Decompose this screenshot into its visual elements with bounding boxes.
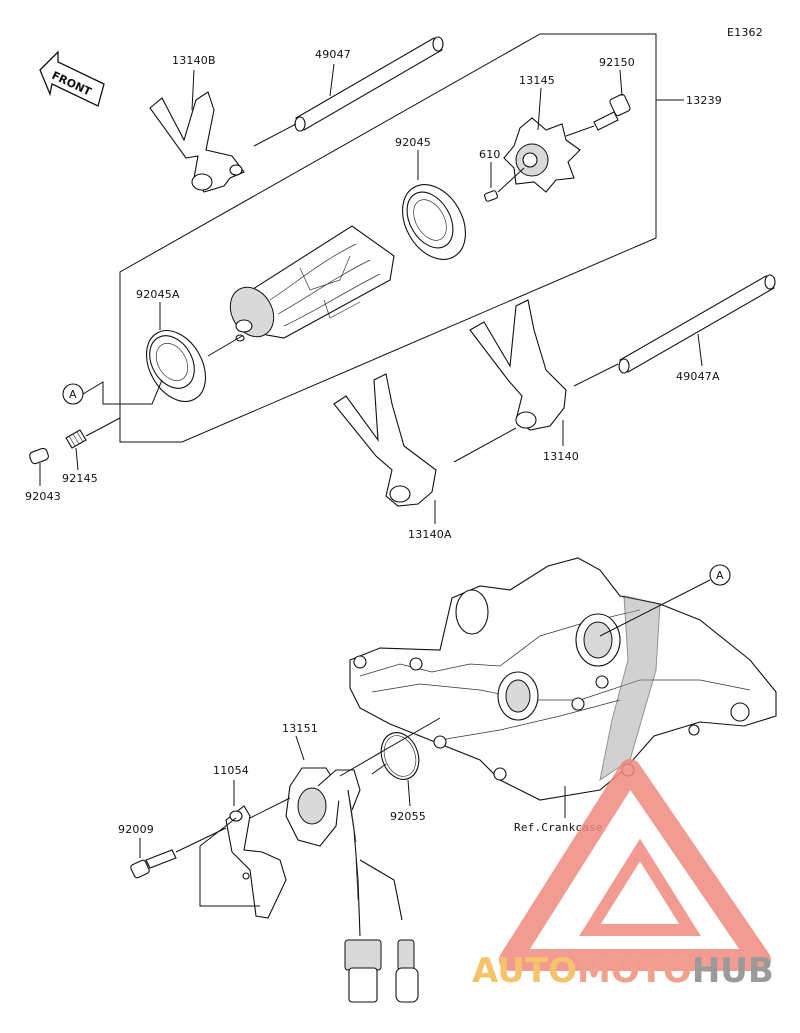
label-11054: 11054 <box>213 764 249 777</box>
label-92009: 92009 <box>118 823 154 836</box>
shaft-49047 <box>294 36 444 132</box>
crankcase <box>349 557 777 801</box>
diagram-code: E1362 <box>727 26 763 39</box>
label-13239: 13239 <box>686 94 722 107</box>
callout-a-lower: A <box>709 564 731 586</box>
plunger-92043 <box>29 447 49 465</box>
pin-610 <box>484 190 498 202</box>
shift-fork-13140A <box>333 373 437 507</box>
label-92145: 92145 <box>62 472 98 485</box>
label-13140A: 13140A <box>408 528 452 541</box>
label-610: 610 <box>479 148 501 161</box>
shift-fork-13140 <box>469 299 567 431</box>
label-92045A: 92045A <box>136 288 180 301</box>
shift-drum <box>229 225 395 342</box>
label-49047: 49047 <box>315 48 351 61</box>
label-13151: 13151 <box>282 722 318 735</box>
label-13145: 13145 <box>519 74 555 87</box>
bolt-92009 <box>130 849 177 879</box>
bearing-92045A <box>145 330 207 402</box>
shaft-49047A <box>618 274 776 374</box>
label-13140B: 13140B <box>172 54 216 67</box>
label-49047A: 49047A <box>676 370 720 383</box>
assembly-outline <box>119 33 657 443</box>
label-13140: 13140 <box>543 450 579 463</box>
shift-fork-13140B <box>149 91 245 193</box>
bearing-92045 <box>402 184 466 260</box>
label-92043: 92043 <box>25 490 61 503</box>
label-92045: 92045 <box>395 136 431 149</box>
bracket-11054 <box>225 805 287 919</box>
drum-plate-13145 <box>503 117 581 193</box>
watermark-text: AUTOMOTOHUB <box>472 951 774 991</box>
svg-text:A: A <box>716 569 724 582</box>
label-92055: 92055 <box>390 810 426 823</box>
bolt-92150 <box>593 93 631 131</box>
front-arrow-icon: FRONT <box>39 50 105 107</box>
callout-a-upper: A <box>62 383 84 405</box>
svg-text:A: A <box>69 388 77 401</box>
gear-position-sensor-13151 <box>285 767 419 1003</box>
label-92150: 92150 <box>599 56 635 69</box>
watermark-logo <box>499 759 771 971</box>
o-ring-92055 <box>380 732 420 780</box>
spring-92145 <box>65 429 87 449</box>
